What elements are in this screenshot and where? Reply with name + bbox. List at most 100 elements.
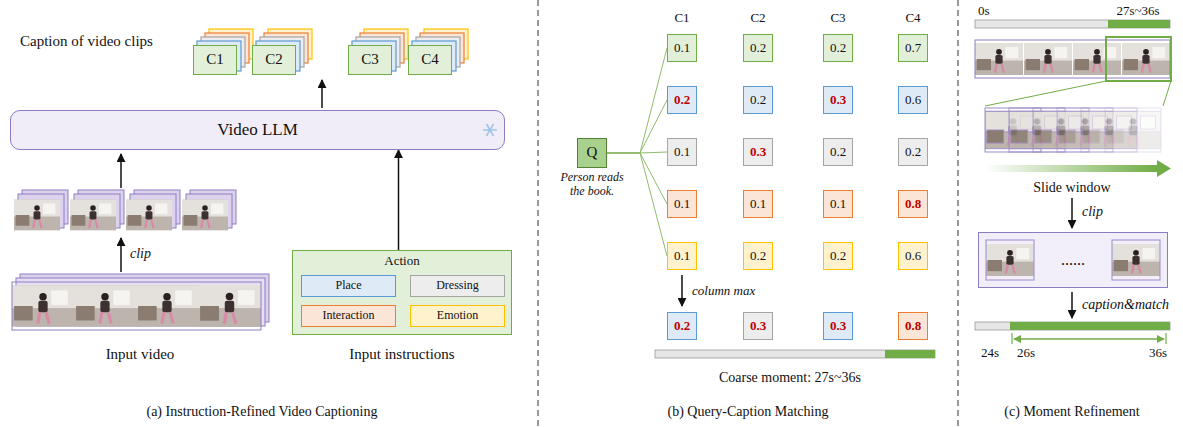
clip-window-frames: [986, 244, 1034, 276]
node-text: 0.3: [830, 319, 846, 334]
instruction-item: Emotion: [410, 305, 505, 327]
flow-arrow: [1071, 292, 1073, 318]
column-header: C3: [830, 11, 845, 26]
instruction-item: Dressing: [410, 275, 505, 297]
timeline-bar: [1165, 333, 1166, 344]
video-strip: [985, 81, 1106, 106]
timeline-bar: [1014, 338, 1164, 340]
max-score-cell: 0.3: [743, 312, 773, 340]
input-video-frames: [136, 285, 198, 326]
group-heading: Caption of video clips: [20, 33, 153, 50]
clip-window-frames: [1112, 240, 1160, 280]
score-cell: 0.2: [743, 242, 773, 270]
video-strip: [1122, 43, 1170, 75]
node-text: 0.1: [674, 41, 690, 56]
match-line: [607, 48, 667, 153]
instruction-item: Place: [301, 275, 396, 297]
panel-separator: [958, 0, 959, 427]
clip-frames: [14, 190, 236, 230]
score-cell: 0.2: [823, 138, 853, 166]
node-text: Dressing: [436, 279, 479, 293]
clip-frames: [182, 200, 228, 231]
node-text: C1: [206, 51, 224, 68]
panel-separator: [538, 0, 539, 427]
node-text: Place: [336, 279, 362, 293]
column-header: C4: [905, 11, 920, 26]
clip-window-fill: [978, 232, 1168, 288]
flow-arrow: [121, 80, 322, 272]
match-line: [607, 100, 667, 153]
timeline-bar: [975, 322, 1170, 330]
node-text: 0.8: [905, 197, 921, 212]
node-text: 0.6: [905, 93, 921, 108]
node-text: 0.1: [674, 249, 690, 264]
node-text: 0.7: [905, 41, 921, 56]
caption-card: C3: [348, 45, 392, 75]
zoomed-frames: [985, 108, 1161, 152]
node-text: Interaction: [323, 309, 375, 323]
timeline-bar: [655, 350, 935, 358]
time-label: 24s: [981, 346, 999, 361]
column-header: C1: [674, 11, 689, 26]
node-text: ......: [1061, 251, 1085, 269]
score-cell: 0.1: [667, 34, 697, 62]
node-text: 0.2: [674, 319, 690, 334]
flow-arrow: [398, 150, 400, 250]
node-text: C4: [421, 51, 439, 68]
node-text: 0.2: [830, 249, 846, 264]
score-cell: 0.2: [667, 86, 697, 114]
video-strip: [1106, 37, 1171, 81]
instruction-item: Interaction: [301, 305, 396, 327]
arrow-label: clip: [1082, 204, 1103, 220]
clip-window-box: ......: [978, 232, 1168, 288]
snowflake-icon: [487, 124, 494, 136]
video-strip: [1024, 43, 1072, 75]
flow-arrow: [1071, 198, 1073, 228]
score-cell: 0.6: [898, 242, 928, 270]
timeline-bar: [975, 20, 1170, 28]
timeline-bar: [655, 350, 935, 358]
input-video-frames: [198, 285, 261, 327]
score-cell: 0.3: [823, 86, 853, 114]
input-video-frames: [74, 285, 136, 326]
score-cell: 0.1: [667, 190, 697, 218]
node-text: 0.2: [750, 41, 766, 56]
panel-caption: (b) Query-Caption Matching: [668, 404, 829, 420]
clip-window-frames: [986, 240, 1160, 280]
model-box: Video LLM: [10, 110, 505, 150]
node-text: 0.2: [674, 93, 690, 108]
zoomed-frames: [1105, 108, 1161, 152]
slide-arrow: [1157, 160, 1171, 177]
timeline-bar: [1011, 333, 1012, 344]
score-cell: 0.1: [823, 190, 853, 218]
node-text: 0.3: [830, 93, 846, 108]
node-text: Video LLM: [217, 120, 298, 140]
node-text: 0.1: [830, 197, 846, 212]
query-box: QPerson reads the book.: [577, 138, 607, 168]
panel-separator: [538, 0, 958, 427]
node-text: 0.2: [830, 41, 846, 56]
score-cell: 0.1: [667, 242, 697, 270]
input-video-frames: [12, 285, 74, 326]
caption-card: C2: [252, 45, 296, 75]
score-cell: 0.8: [898, 190, 928, 218]
score-cell: 0.2: [898, 138, 928, 166]
time-label: 36s: [1149, 346, 1167, 361]
flow-arrow: [681, 275, 683, 306]
node-text: 0.2: [830, 145, 846, 160]
clip-window-frames: [986, 240, 1034, 280]
clip-frames: [70, 200, 116, 231]
score-cell: 0.2: [743, 34, 773, 62]
input-video-frames: [12, 274, 269, 330]
node-text: Emotion: [437, 309, 478, 323]
score-cell: 0.1: [667, 138, 697, 166]
node-text: 0.1: [674, 145, 690, 160]
node-text: Q: [587, 144, 598, 161]
node-text: 0.8: [905, 319, 921, 334]
video-strip: [975, 43, 1023, 75]
clip-window-frames: [1112, 244, 1160, 276]
